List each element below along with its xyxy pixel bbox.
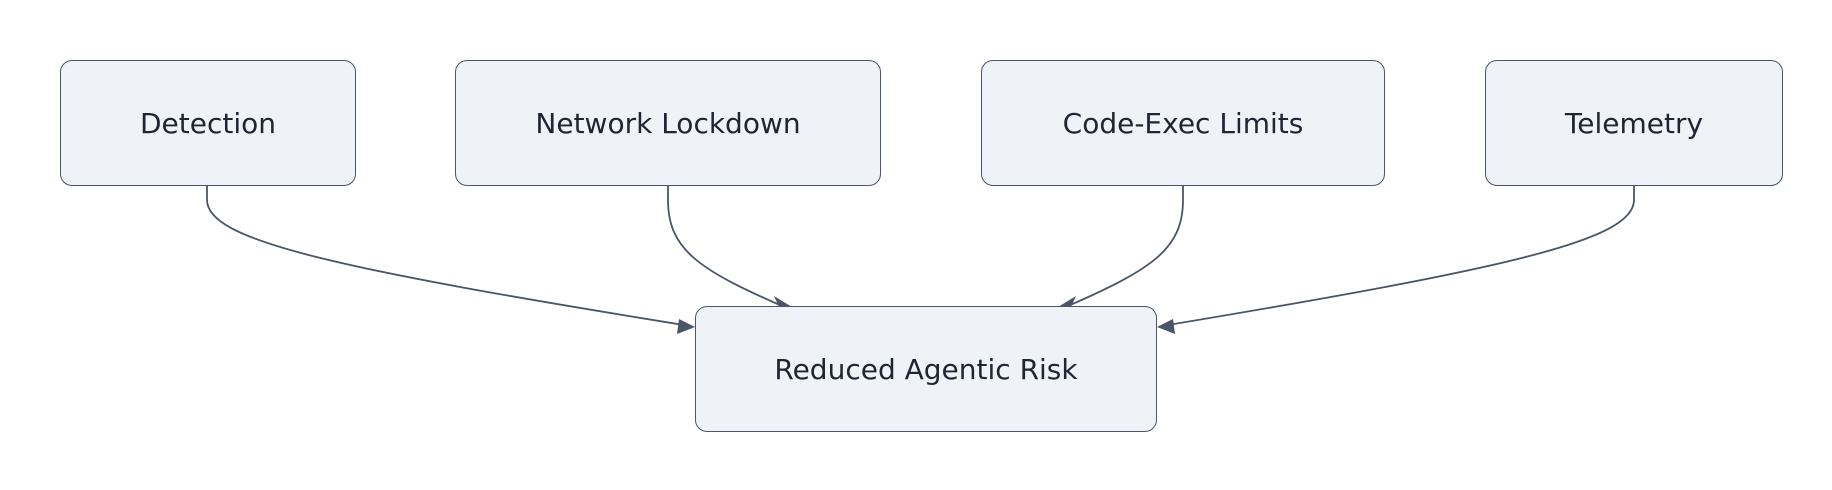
node-telemetry: Telemetry [1485,60,1783,186]
edge-detection-to-reduced-agentic-risk [206,186,691,327]
node-reduced-agentic-risk: Reduced Agentic Risk [695,306,1157,432]
arrowhead-network-lockdown [774,296,792,309]
edge-telemetry-to-reduced-agentic-risk [1161,186,1635,327]
node-detection: Detection [60,60,356,186]
arrowhead-telemetry [1157,319,1175,334]
node-code-exec-limits: Code-Exec Limits [981,60,1385,186]
arrowhead-detection [677,319,695,334]
edge-network-lockdown-to-reduced-agentic-risk [667,186,783,307]
node-network-lockdown: Network Lockdown [455,60,881,186]
arrowhead-code-exec-limits [1058,296,1076,309]
edge-code-exec-limits-to-reduced-agentic-risk [1067,186,1184,307]
